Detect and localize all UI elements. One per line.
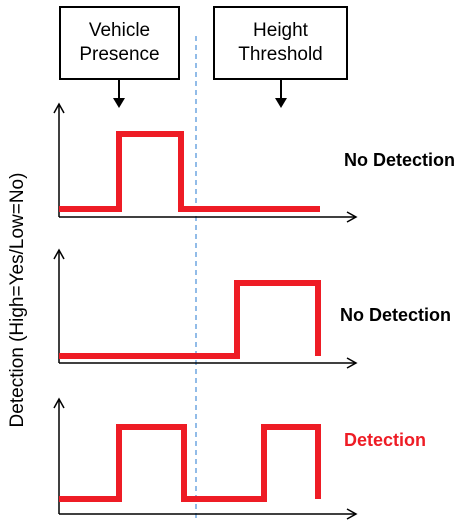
panel-1-axes	[53, 102, 358, 223]
y-axis-label: Detection (High=Yes/Low=No)	[7, 172, 28, 428]
height-threshold-box: Height Threshold	[213, 6, 348, 80]
vehicle-presence-arrow	[113, 80, 125, 108]
panel-1-result: No Detection	[344, 150, 456, 170]
panel-3-signal	[59, 424, 321, 502]
vehicle-presence-line2: Presence	[79, 44, 160, 65]
height-threshold-arrow	[275, 80, 287, 108]
panel-3-axes	[53, 397, 358, 520]
panel-2-signal	[59, 280, 321, 359]
vehicle-presence-box: Vehicle Presence	[59, 6, 180, 80]
height-threshold-line2: Threshold	[238, 44, 323, 65]
panel-2-result: No Detection	[340, 305, 452, 325]
vehicle-presence-line1: Vehicle	[88, 20, 151, 41]
panel-3-result: Detection	[344, 430, 427, 450]
height-threshold-line1: Height	[253, 20, 308, 41]
panel-1-signal	[59, 131, 320, 212]
panel-2-axes	[53, 248, 358, 369]
